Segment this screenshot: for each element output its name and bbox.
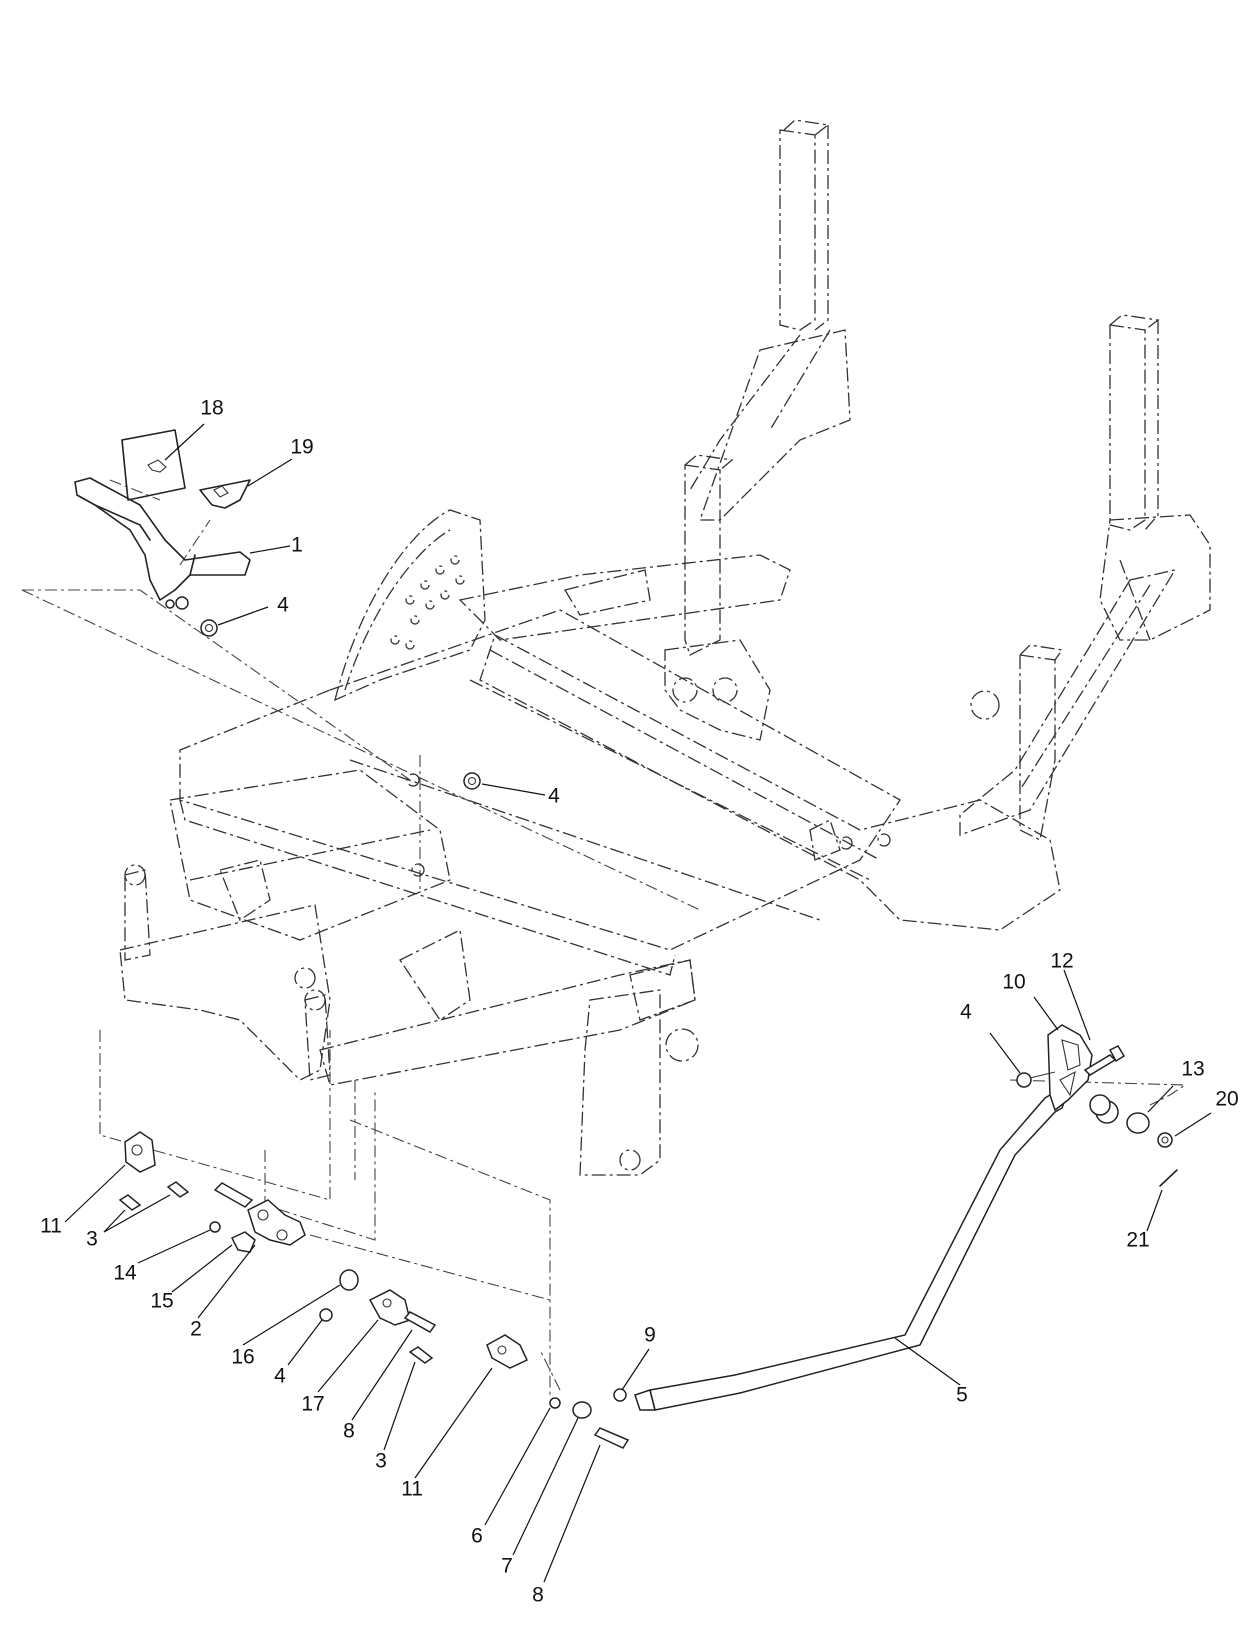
bushing-7 [572, 1401, 592, 1419]
bracket-11-upper [124, 1131, 156, 1173]
washer-20 [1157, 1132, 1173, 1148]
arm-2 [247, 1199, 306, 1246]
callouts: 18 19 1 4 4 10 12 4 13 20 21 11 3 14 15 … [40, 397, 1239, 1607]
bolt-3-a [118, 1194, 142, 1211]
pedal-assembly [74, 429, 251, 610]
callout-15: 15 [150, 1290, 173, 1313]
main-frame [119, 119, 1211, 1176]
nut-4-frame [463, 772, 481, 790]
bracket-10 [1047, 1024, 1093, 1112]
nut-4-pedal [200, 619, 218, 637]
bushing-16 [339, 1269, 359, 1291]
washer-14 [209, 1221, 221, 1233]
callout-9: 9 [644, 1324, 656, 1347]
callout-7: 7 [501, 1555, 513, 1578]
phantom-lines [21, 479, 1187, 1395]
callout-17: 17 [301, 1393, 324, 1416]
bolt-8-rod [593, 1427, 630, 1449]
callout-8-rod: 8 [532, 1584, 544, 1607]
bracket-11-lower [486, 1334, 528, 1369]
pedal [74, 477, 251, 601]
callout-19: 19 [290, 436, 313, 459]
callout-2: 2 [190, 1318, 202, 1341]
callout-4-bracket: 4 [960, 1001, 972, 1024]
nut-4-bracket [1016, 1072, 1032, 1088]
decal-19 [199, 479, 251, 509]
cotter-pin-21 [1159, 1169, 1178, 1187]
spacer-15 [230, 1231, 256, 1253]
linkage-left [118, 1131, 528, 1369]
callout-10: 10 [1002, 971, 1025, 994]
callout-3-lower: 3 [375, 1450, 387, 1473]
bushing-13 [1126, 1112, 1150, 1134]
callout-3-upper: 3 [86, 1228, 98, 1251]
callout-4-linkage: 4 [274, 1365, 286, 1388]
callout-20: 20 [1215, 1088, 1238, 1111]
bolt-8-linkage [403, 1311, 437, 1333]
rod-assembly [549, 1091, 1119, 1449]
callout-16: 16 [231, 1346, 254, 1369]
washer-6 [549, 1397, 561, 1409]
callout-5: 5 [956, 1384, 968, 1407]
callout-4-pedal: 4 [277, 594, 289, 617]
callout-8-linkage: 8 [343, 1420, 355, 1443]
callout-18: 18 [200, 397, 223, 420]
callout-4-frame: 4 [548, 785, 560, 808]
callout-21: 21 [1126, 1229, 1149, 1252]
bracket-assembly-right [1016, 1024, 1178, 1187]
callout-14: 14 [113, 1262, 137, 1285]
rod-5 [634, 1091, 1066, 1411]
decal-18 [121, 429, 186, 501]
nut-4-linkage [319, 1308, 333, 1322]
washer-9 [613, 1388, 627, 1402]
bolt-3-c [408, 1346, 434, 1364]
callout-11-lower: 11 [401, 1478, 423, 1501]
bolt-3-b [166, 1181, 190, 1198]
callout-1: 1 [291, 534, 303, 557]
callout-6: 6 [471, 1525, 483, 1548]
callout-12: 12 [1050, 950, 1073, 973]
arm-17 [368, 1289, 411, 1326]
leader-lines [64, 423, 1212, 1583]
callout-13: 13 [1181, 1058, 1204, 1081]
callout-11-upper: 11 [40, 1215, 62, 1238]
